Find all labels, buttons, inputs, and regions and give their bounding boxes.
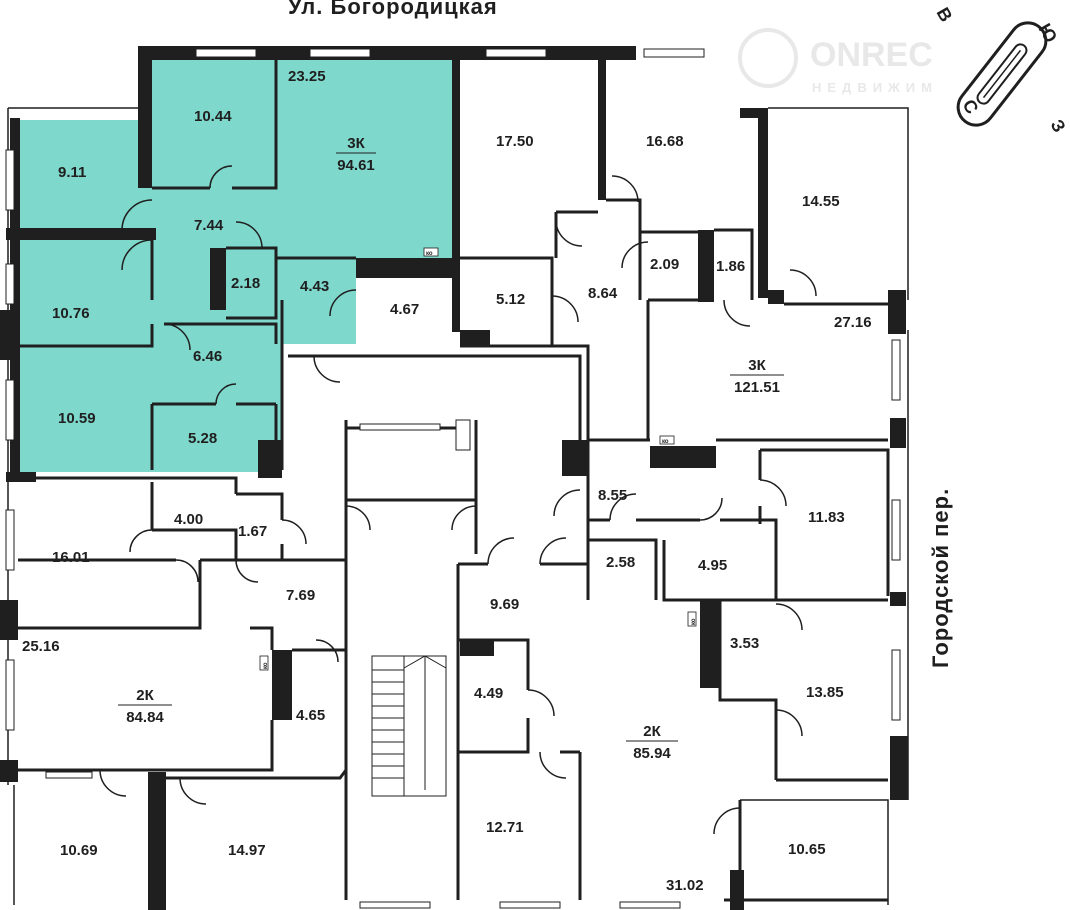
staircase — [371, 655, 447, 797]
room-area: 1.67 — [238, 523, 267, 540]
room-area: 25.16 — [22, 638, 60, 655]
apartment-3k-121[interactable]: 3К 121.51 17.50 16.68 14.55 5.12 8.64 2.… — [496, 133, 872, 574]
highlighted-apartment[interactable]: 3К 94.61 23.25 10.44 9.11 7.44 2.18 4.43… — [52, 68, 419, 447]
room-area: 2.18 — [231, 275, 260, 292]
room-area: 14.97 — [228, 842, 266, 859]
room-area: 11.83 — [808, 509, 845, 526]
ko-mark: ко — [691, 618, 697, 625]
room-area: 7.69 — [286, 587, 315, 604]
room-area: 2.58 — [606, 554, 635, 571]
street-top: Ул. Богородицкая — [288, 0, 498, 19]
room-area: 4.65 — [296, 707, 325, 724]
room-area: 6.46 — [193, 348, 222, 365]
room-area: 31.02 — [666, 877, 704, 894]
room-area: 13.85 — [806, 684, 844, 701]
apartment-type: 3К — [347, 135, 365, 152]
room-area: 12.71 — [486, 819, 524, 836]
apartment-area: 84.84 — [126, 709, 164, 726]
room-area: 10.69 — [60, 842, 98, 859]
outer-walls — [0, 46, 908, 910]
room-area: 17.50 — [496, 133, 534, 150]
room-area: 8.55 — [598, 487, 627, 504]
room-area: 3.53 — [730, 635, 759, 652]
highlighted-apartment-fill — [18, 60, 452, 472]
ko-mark: ко — [662, 439, 669, 445]
room-area: 9.69 — [490, 596, 519, 613]
compass-east: В — [933, 4, 957, 25]
room-area: 8.64 — [588, 285, 618, 302]
windows — [5, 48, 901, 909]
street-right: Городской пер. — [928, 488, 953, 668]
ko-marks: ко ко ко ко — [259, 247, 697, 671]
apartment-area: 121.51 — [734, 379, 780, 396]
watermark: ONREC НЕДВИЖИМ — [738, 28, 938, 95]
room-area: 1.86 — [716, 258, 745, 275]
apartment-2k-84[interactable]: 2К 84.84 16.01 4.00 1.67 7.69 25.16 4.65… — [22, 511, 325, 859]
compass-icon — [956, 21, 1048, 127]
room-area: 4.00 — [174, 511, 203, 528]
apartment-area: 85.94 — [633, 745, 671, 762]
watermark-logo-icon — [738, 28, 798, 88]
room-area: 4.43 — [300, 278, 329, 295]
interior-walls — [18, 60, 890, 902]
compass-north: С — [959, 96, 983, 117]
room-area: 4.49 — [474, 685, 503, 702]
room-area: 10.59 — [58, 410, 96, 427]
room-area: 9.11 — [58, 164, 86, 181]
door-swings — [99, 165, 817, 835]
room-area: 23.25 — [288, 68, 326, 85]
compass-south: Ю — [1035, 20, 1062, 46]
room-area: 10.76 — [52, 305, 90, 322]
room-area: 27.16 — [834, 314, 872, 331]
room-area: 4.67 — [390, 301, 419, 318]
ko-mark: ко — [263, 662, 269, 669]
room-area: 4.95 — [698, 557, 727, 574]
room-area: 7.44 — [194, 217, 224, 234]
room-area: 16.68 — [646, 133, 684, 150]
apartment-area: 94.61 — [337, 157, 375, 174]
apartment-2k-85[interactable]: 2К 85.94 9.69 4.49 3.53 13.85 12.71 10.6… — [474, 596, 844, 894]
apartment-type: 2К — [136, 687, 154, 704]
watermark-brand: ONREC — [810, 36, 933, 74]
room-area: 10.44 — [194, 108, 232, 125]
compass-west: З — [1047, 116, 1070, 136]
room-area: 5.12 — [496, 291, 525, 308]
apartment-type: 3К — [748, 357, 766, 374]
ko-mark: ко — [426, 251, 433, 257]
room-area: 14.55 — [802, 193, 840, 210]
room-area: 10.65 — [788, 841, 826, 858]
apartment-type: 2К — [643, 723, 661, 740]
compass-rose: В Ю С З — [933, 4, 1070, 136]
watermark-sub: НЕДВИЖИМ — [812, 80, 938, 95]
room-area: 2.09 — [650, 256, 679, 273]
room-area: 16.01 — [52, 549, 90, 566]
room-area: 5.28 — [188, 430, 217, 447]
